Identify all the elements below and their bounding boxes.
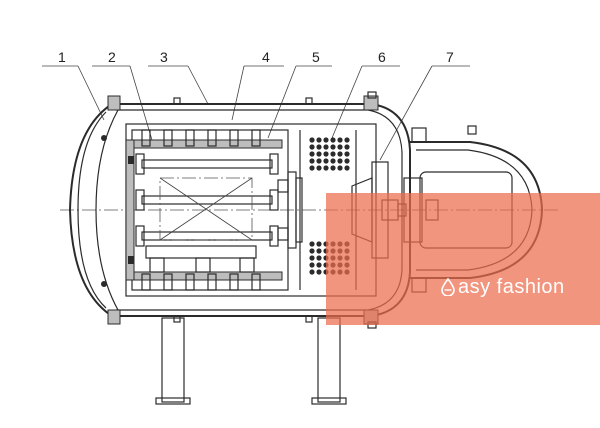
drop-e-logo-icon	[441, 278, 455, 296]
label-1: 1	[58, 49, 66, 65]
watermark-brand: asy fashion	[440, 276, 565, 299]
label-leaders	[42, 65, 470, 161]
label-3: 3	[160, 49, 168, 65]
label-2: 2	[108, 49, 116, 65]
label-5: 5	[312, 49, 320, 65]
support-legs	[155, 317, 347, 405]
label-7: 7	[446, 49, 454, 65]
watermark-text: asy fashion	[458, 276, 565, 298]
watermark-overlay	[326, 193, 600, 325]
heat-exchanger-top	[309, 137, 350, 171]
label-4: 4	[262, 49, 270, 65]
label-6: 6	[378, 49, 386, 65]
